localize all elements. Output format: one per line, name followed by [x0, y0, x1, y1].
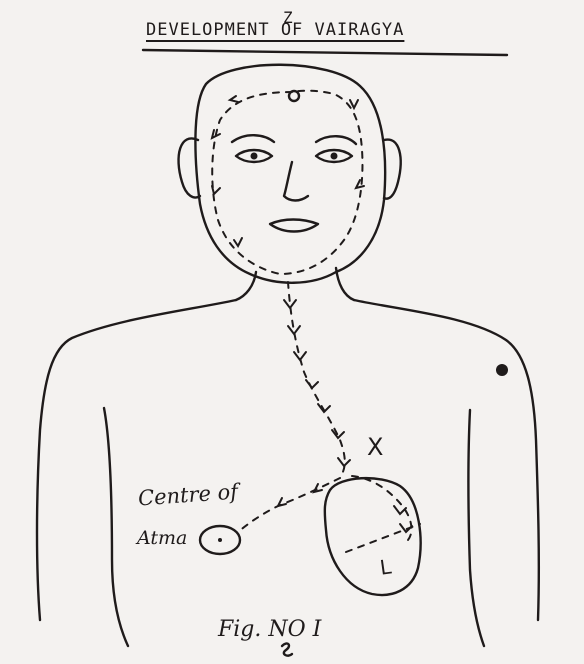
- atma-centre-dot: [218, 538, 222, 542]
- figure-title: DEVELOPMENT OF VAIRAGYA: [146, 20, 404, 40]
- head-mark-label: Z: [283, 8, 293, 27]
- right-pupil: [331, 153, 338, 160]
- figure-caption: Fig. NO I: [218, 617, 321, 642]
- left-pupil: [251, 153, 258, 160]
- x-mark-label: X: [367, 433, 383, 461]
- atma-label: Atma: [137, 527, 187, 549]
- shoulder-dot: [496, 364, 508, 376]
